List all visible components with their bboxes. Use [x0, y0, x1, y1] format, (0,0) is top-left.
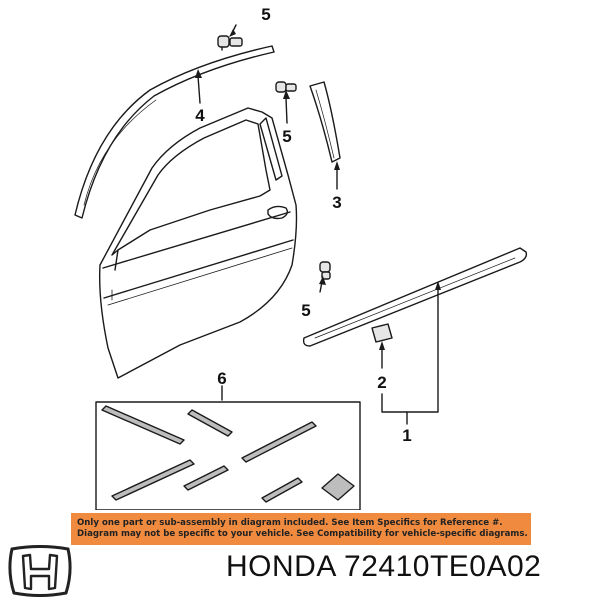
part-4-roof-molding	[74, 45, 275, 219]
kit-strip-1	[101, 405, 185, 445]
kit-strip-4	[111, 459, 195, 501]
part-5-clip-mid	[275, 81, 297, 93]
notice-line-2: Diagram may not be specific to your vehi…	[77, 529, 528, 539]
leader-lines	[197, 24, 439, 425]
kit-strip-2	[187, 409, 233, 437]
callout-5-low: 5	[301, 301, 310, 320]
part-5-clip-top	[217, 35, 243, 51]
callout-6: 6	[217, 369, 226, 388]
part-1-belt-molding	[302, 247, 528, 347]
callout-4: 4	[195, 106, 205, 125]
part-number: 72410TE0A02	[344, 550, 542, 583]
kit-strip-5	[183, 465, 229, 491]
door-panel	[98, 107, 298, 379]
callout-2: 2	[377, 373, 386, 392]
kit-patch	[321, 473, 355, 501]
kit-strip-3	[241, 421, 317, 463]
notice-line-1: Only one part or sub-assembly in diagram…	[77, 518, 503, 528]
callout-1: 1	[402, 426, 411, 445]
honda-h-logo-icon	[8, 545, 72, 597]
part-3-pillar-garnish	[309, 81, 341, 163]
leader-arrowheads	[195, 29, 441, 350]
callout-5-top: 5	[261, 5, 270, 24]
part-2-end-piece	[371, 323, 393, 343]
diagram-notice-banner: Only one part or sub-assembly in diagram…	[71, 513, 531, 545]
brand-name: HONDA	[226, 550, 336, 583]
parts-diagram: 5 4 5 3 5 2 1 6	[74, 5, 528, 510]
part-6-kit-box	[95, 401, 361, 510]
part-5-clip-low	[319, 261, 331, 280]
kit-strip-6	[261, 477, 303, 503]
callout-5-mid: 5	[282, 127, 291, 146]
part-label: HONDA 72410TE0A02	[226, 550, 541, 584]
callout-3: 3	[332, 193, 341, 212]
